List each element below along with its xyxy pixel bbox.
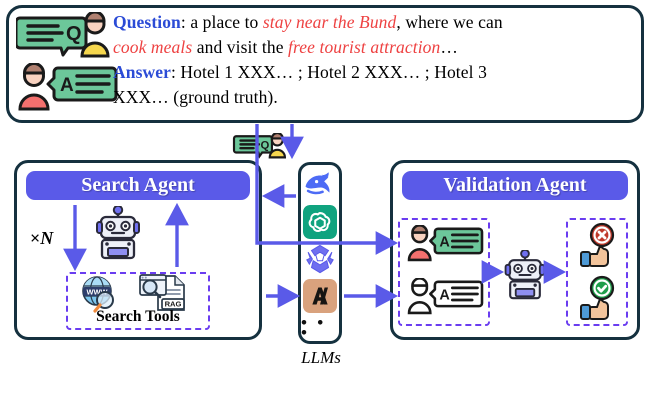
answer-line-2: XXX… (ground truth). — [113, 85, 633, 110]
web-search-globe-icon: WWW — [82, 276, 114, 313]
question-highlight-2: cook meals — [113, 37, 193, 57]
question-line-1: Question: a place to stay near the Bund,… — [113, 10, 633, 35]
svg-text:Q: Q — [261, 140, 270, 152]
thumbs-approve-icon — [580, 275, 615, 320]
svg-text:A: A — [439, 287, 450, 303]
search-tools-group — [66, 272, 210, 330]
answer-speech-bubble-user-icon: A — [18, 63, 118, 111]
answer-label: Answer — [113, 62, 171, 82]
qa-panel — [6, 5, 644, 123]
question-text-a: : a place to — [180, 12, 263, 32]
svg-text:Q: Q — [66, 23, 82, 45]
validation-agent-title: Validation Agent — [402, 171, 628, 200]
question-highlight-3: free tourist attraction — [288, 37, 441, 57]
question-line-2: cook meals and visit the free tourist at… — [113, 35, 633, 60]
qwen-logo-icon — [306, 244, 334, 274]
openai-logo-icon — [303, 205, 337, 239]
question-highlight-1: stay near the Bund — [262, 12, 397, 32]
answer-text-a: : Hotel 1 XXX… ; Hotel 2 XXX… ; Hotel 3 — [170, 62, 487, 82]
generated-answer-icon: A — [407, 278, 484, 315]
question-routing-icon: Q — [232, 133, 287, 159]
robot-icon — [96, 206, 140, 260]
llm-column: • • • — [298, 162, 342, 344]
svg-text:WWW: WWW — [87, 288, 108, 297]
search-agent-title: Search Agent — [26, 171, 250, 200]
answer-text-b: XXX… (ground truth). — [113, 87, 278, 107]
svg-text:A: A — [439, 234, 450, 250]
question-text-b: , where we can — [396, 12, 503, 32]
answer-line-1: Answer: Hotel 1 XXX… ; Hotel 2 XXX… ; Ho… — [113, 60, 633, 85]
thumbs-reject-icon — [580, 222, 615, 267]
rag-document-icon: RAG — [139, 274, 185, 311]
ground-truth-answer-icon: A — [407, 225, 484, 262]
question-text-c: and visit the — [192, 37, 289, 57]
llms-caption: LLMs — [301, 348, 341, 367]
question-text-d: … — [440, 37, 458, 57]
loop-count-label: ×N — [30, 228, 54, 248]
svg-text:RAG: RAG — [165, 300, 182, 309]
robot-judge-icon — [504, 250, 546, 300]
search-tools-label: Search Tools — [96, 308, 180, 325]
qa-text-block: Question: a place to stay near the Bund,… — [113, 10, 633, 110]
deepseek-whale-icon — [305, 172, 330, 195]
question-speech-bubble-user-icon: Q — [16, 12, 110, 58]
svg-text:A: A — [60, 75, 74, 96]
validation-verdicts-group — [566, 218, 628, 326]
anthropic-claude-icon — [303, 279, 337, 313]
llm-more-indicator: • • • — [301, 313, 327, 342]
question-label: Question — [113, 12, 181, 32]
